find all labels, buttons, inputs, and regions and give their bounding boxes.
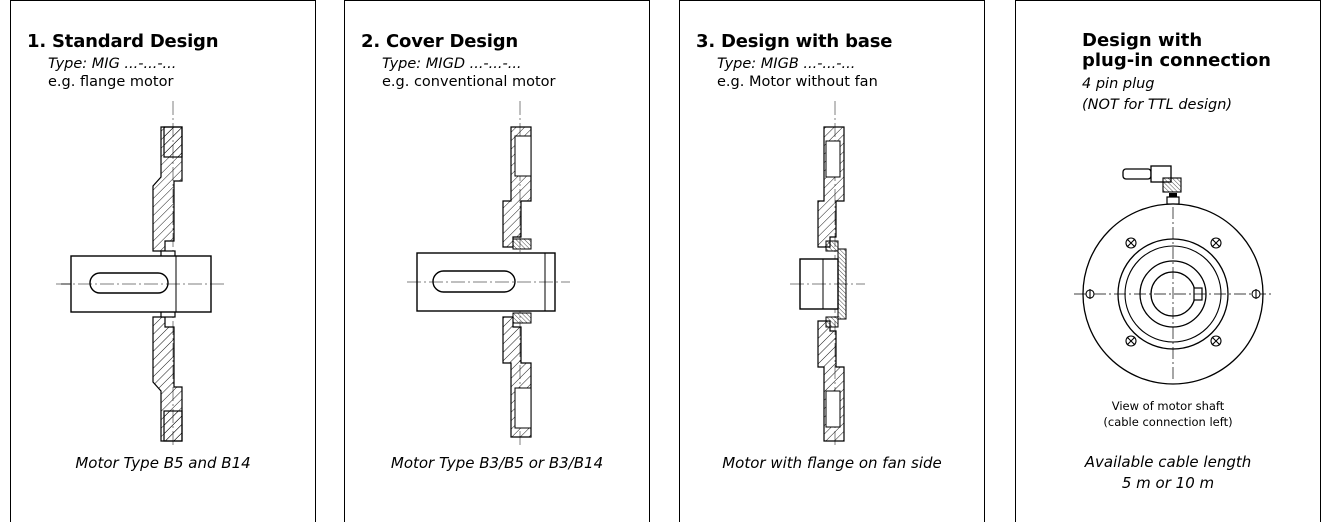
plug-icon [1122,168,1152,180]
type-code: Type: MIGB ...-...-... [717,56,856,72]
panel-caption: Motor Type B5 and B14 [75,454,251,472]
panel-plug-in-connection: Design with plug-in connection 4 pin plu… [1015,0,1321,522]
cover-design-drawing [407,101,570,446]
panel-caption: Motor Type B3/B5 or B3/B14 [390,454,604,472]
panel-title: 3. Design with base [696,31,893,52]
plug-connection-drawing [1074,165,1272,385]
view-line-2: (cable connection left) [1103,415,1233,429]
panel-title: 1. Standard Design [27,31,219,52]
caption-line-2: 5 m or 10 m [1121,474,1215,492]
example-text: e.g. Motor without fan [717,74,878,90]
base-design-drawing [790,101,865,446]
title-line-1: Design with [1082,30,1203,51]
plug-subtitle: 4 pin plug (NOT for TTL design) [1082,74,1232,116]
panel-caption: Available cable length 5 m or 10 m [1016,452,1320,494]
panel-cover-design: 2. Cover Design Type: MIGD ...-...-... e… [344,0,650,522]
example-text: e.g. conventional motor [382,74,556,90]
type-code: Type: MIGD ...-...-... [382,56,522,72]
sub-line-1: 4 pin plug [1082,76,1155,92]
panel-standard-design: 1. Standard Design Type: MIG ...-...-...… [10,0,316,522]
panel-caption: Motor with flange on fan side [722,454,942,472]
view-note: View of motor shaft (cable connection le… [1016,398,1320,430]
caption-line-1: Available cable length [1084,453,1252,471]
panel-title: 2. Cover Design [361,31,519,52]
panel-title: Design with plug-in connection [1082,31,1271,71]
standard-design-drawing [56,101,226,446]
title-line-2: plug-in connection [1082,50,1271,71]
view-line-1: View of motor shaft [1111,399,1225,413]
example-text: e.g. flange motor [48,74,174,90]
type-code: Type: MIG ...-...-... [48,56,177,72]
panel-design-with-base: 3. Design with base Type: MIGB ...-...-.… [679,0,985,522]
sub-line-2: (NOT for TTL design) [1082,97,1233,113]
